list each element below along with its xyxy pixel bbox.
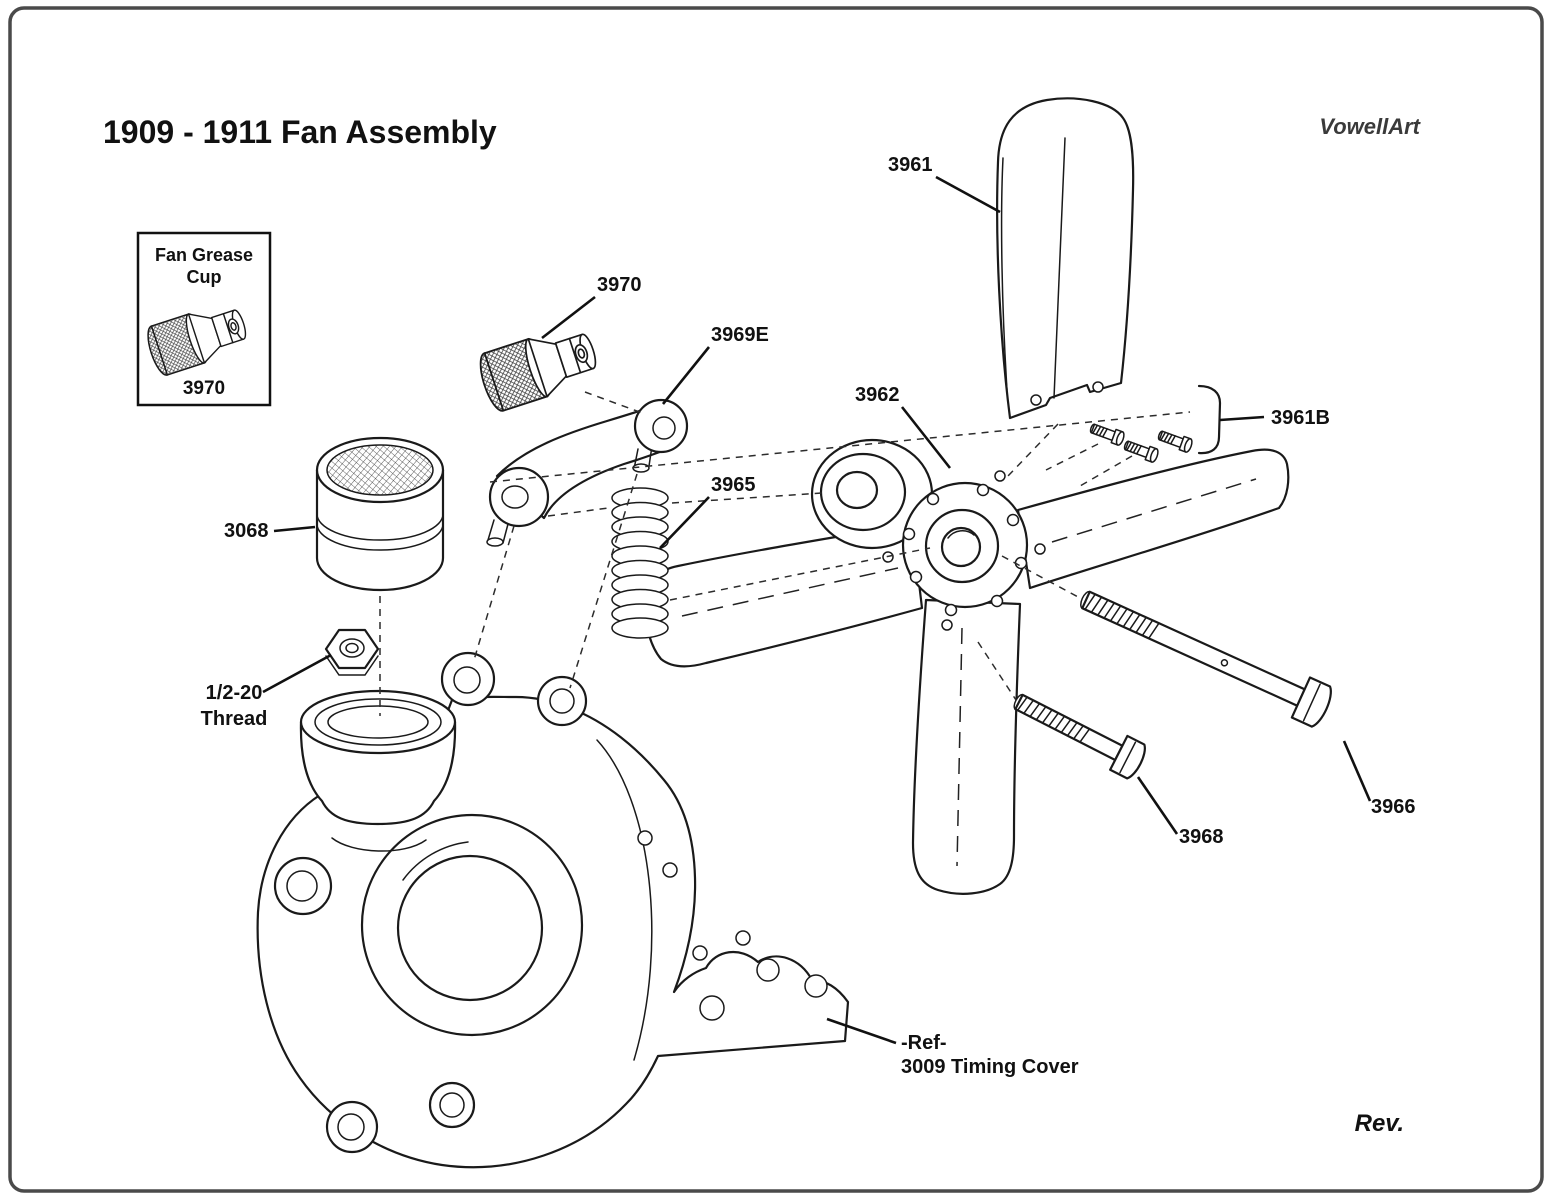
fan-blade-bottom	[911, 598, 1022, 895]
leader-3965	[659, 496, 710, 549]
bracket-arm	[486, 398, 689, 547]
blade-screws	[1087, 384, 1222, 464]
inset-box: Fan Grease Cup 3970	[136, 231, 272, 407]
label-spring: 3965	[711, 474, 756, 496]
label-sleeve: 3068	[224, 520, 269, 542]
leader-3962	[900, 406, 952, 469]
label-ref-line1: -Ref-	[901, 1032, 947, 1054]
label-bolt-long: 3966	[1371, 796, 1416, 818]
leader-thread	[262, 653, 332, 694]
label-fan-hub: 3962	[855, 384, 900, 406]
fan-assembly	[643, 97, 1290, 895]
spring	[611, 487, 669, 639]
leader-ref	[826, 1017, 897, 1045]
bolt-long	[1080, 590, 1332, 728]
fan-hub	[882, 470, 1046, 631]
page-title: 1909 - 1911 Fan Assembly	[103, 114, 497, 150]
label-ref-line2: 3009 Timing Cover	[901, 1056, 1079, 1078]
construction-lines	[379, 391, 1191, 716]
label-bolt-short: 3968	[1179, 826, 1224, 848]
inset-heading-line2: Cup	[187, 267, 222, 287]
leader-3068	[273, 525, 316, 533]
inset-part-number: 3970	[183, 378, 225, 399]
label-thread-line1: 1/2-20	[206, 682, 263, 704]
leader-3970	[541, 295, 596, 340]
leader-3969e	[661, 346, 711, 405]
leader-3968	[1136, 776, 1179, 835]
inset-heading-line1: Fan Grease	[155, 245, 253, 265]
leader-lines	[262, 175, 1372, 1045]
hex-nut	[324, 628, 380, 676]
fan-blade-top	[996, 97, 1135, 420]
label-thread-line2: Thread	[201, 708, 268, 730]
timing-cover	[256, 651, 850, 1169]
label-fan-blade: 3961	[888, 154, 933, 176]
screws-bracket-mark	[1197, 384, 1222, 455]
bolt-short	[1013, 693, 1146, 780]
fan-pulley	[810, 438, 934, 550]
artist-credit: VowellArt	[1319, 114, 1421, 139]
grease-cup-sleeve	[315, 436, 445, 592]
label-blade-screws: 3961B	[1271, 407, 1330, 429]
leader-3961	[935, 175, 1001, 214]
fan-blade-right	[1016, 448, 1290, 590]
label-grease-cup: 3970	[597, 274, 642, 296]
label-bracket-arm: 3969E	[711, 324, 769, 346]
page-border	[8, 6, 1544, 1193]
revision-mark: Rev.	[1355, 1110, 1404, 1137]
leader-3966	[1342, 740, 1372, 802]
leader-3961b	[1219, 415, 1265, 422]
grease-cup	[474, 320, 604, 415]
